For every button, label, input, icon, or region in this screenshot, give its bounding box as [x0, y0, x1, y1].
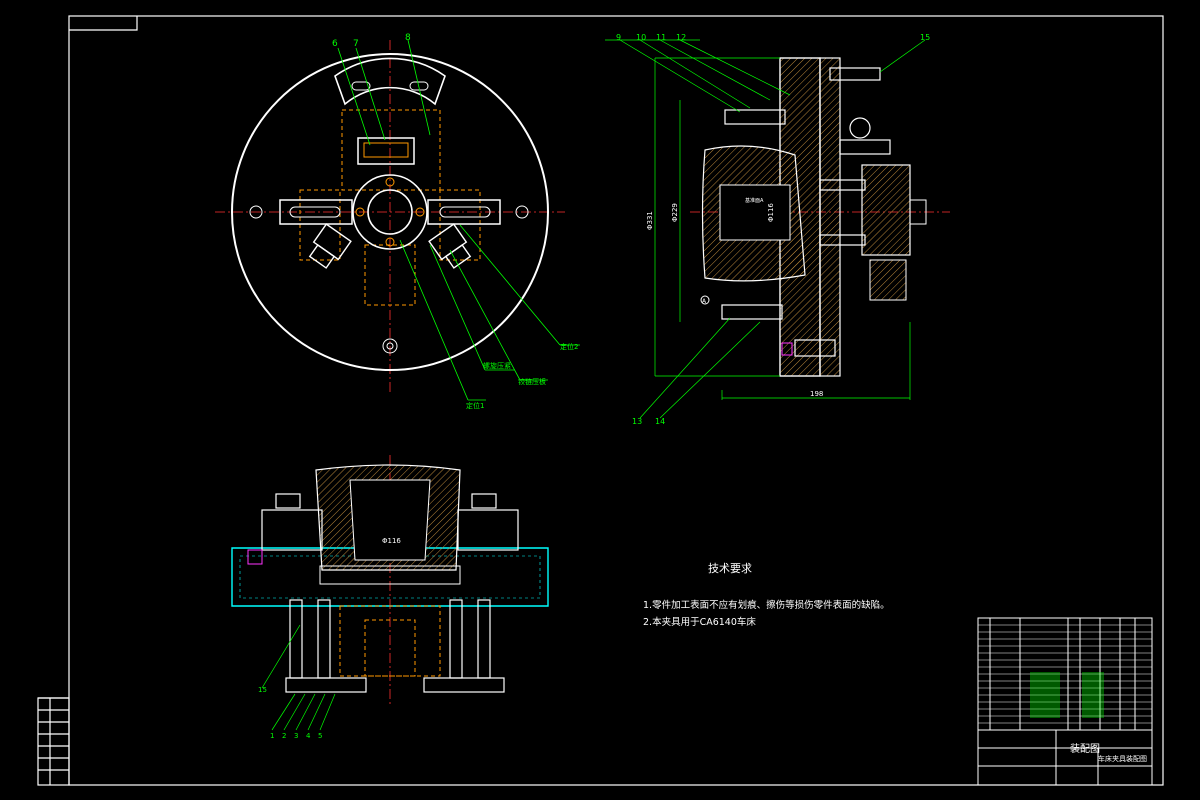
callout-9: 9 — [616, 33, 621, 42]
callout-1: 1 — [270, 732, 274, 740]
callout-7: 7 — [353, 39, 359, 49]
callout-10: 10 — [636, 33, 646, 42]
title-block — [977, 617, 1153, 786]
callout-3: 3 — [294, 732, 298, 740]
callout-6: 6 — [332, 39, 338, 49]
technical-requirements-title: 技术要求 — [708, 562, 752, 575]
dim-bottom-bore: Φ116 — [382, 537, 401, 545]
label-locator-1: 定位1 — [466, 401, 484, 410]
callout-5: 5 — [318, 732, 322, 740]
callout-12: 12 — [676, 33, 686, 42]
label-hinge-plate: 铰链压板 — [518, 377, 546, 386]
bottom-view: 15 1 2 3 4 5 Φ116 — [231, 455, 549, 740]
part-name: 车床夹具装配图 — [1098, 755, 1147, 763]
callout-bottom-15: 15 — [258, 686, 267, 694]
dim-bore: Φ116 — [767, 203, 775, 222]
callout-4: 4 — [306, 732, 311, 740]
datum-label: A — [702, 298, 707, 305]
callout-13: 13 — [632, 417, 642, 426]
callout-2: 2 — [282, 732, 286, 740]
callout-side-15: 15 — [920, 33, 930, 42]
callout-14: 14 — [655, 417, 665, 426]
dim-length: 198 — [810, 390, 823, 398]
sheet-frame — [37, 15, 1164, 786]
label-locator-2: 定位2 — [560, 342, 578, 351]
callout-8: 8 — [405, 33, 411, 43]
top-view: 6 7 8 定位1 螺旋压紧 铰链压板 定位2 — [215, 33, 580, 410]
technical-requirement-1: 1.零件加工表面不应有划痕、擦伤等损伤零件表面的缺陷。 — [643, 600, 890, 611]
side-annotation: 基准面A — [745, 197, 764, 204]
callout-11: 11 — [656, 33, 666, 42]
side-view: 9 10 11 12 15 13 14 Φ331 Φ229 Φ116 198 基… — [605, 33, 950, 426]
dim-overall-dia: Φ331 — [646, 211, 654, 230]
drawing-name: 装配图 — [1070, 744, 1100, 755]
label-screw-clamp: 螺旋压紧 — [483, 361, 511, 370]
technical-requirement-2: 2.本夹具用于CA6140车床 — [643, 617, 756, 628]
dim-inner-dia: Φ229 — [671, 203, 679, 222]
